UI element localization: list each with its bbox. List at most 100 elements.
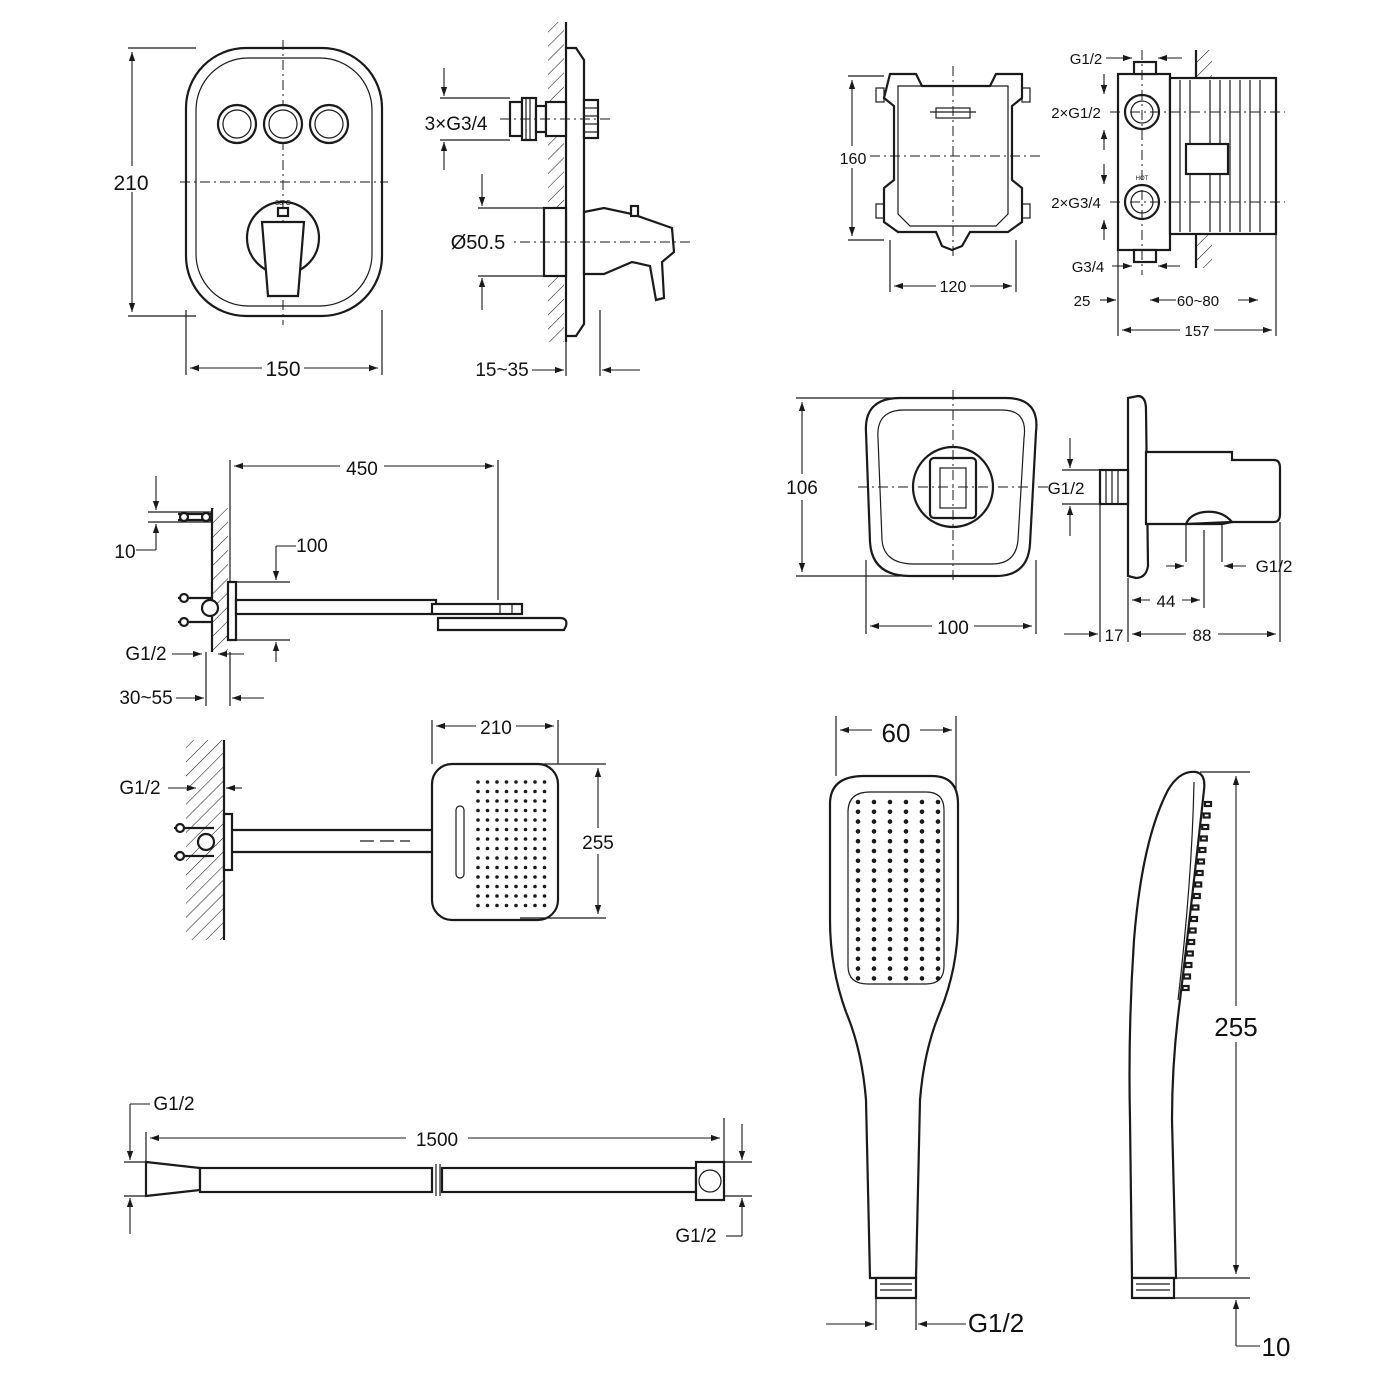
nozzle-dot — [495, 856, 499, 860]
nozzle-dot — [903, 858, 909, 864]
nozzle-dot — [871, 927, 877, 932]
nozzle-dot — [485, 903, 490, 908]
outlet-height-dim: 106 — [786, 478, 818, 499]
nozzle-dot — [855, 917, 861, 922]
nozzle-dot — [533, 780, 537, 784]
nozzle-dot — [495, 789, 499, 794]
nozzle-dot — [495, 865, 499, 870]
nozzle-dot — [542, 808, 547, 813]
nozzle-dot — [935, 927, 941, 932]
nozzle-dot — [919, 829, 925, 834]
nozzle-dot — [523, 837, 528, 841]
nozzle-dot — [855, 868, 861, 873]
handshower-width-dim: 60 — [882, 718, 911, 748]
nozzle-dot — [533, 846, 537, 851]
nozzle-dot — [514, 846, 518, 851]
push-button-left — [216, 103, 258, 145]
nozzle-dot — [495, 884, 499, 889]
nozzle-dot — [935, 907, 941, 913]
nozzle-dot — [476, 875, 480, 879]
nozzle-dot — [935, 848, 941, 854]
nozzle-dot — [935, 829, 941, 834]
nozzle-dot — [504, 903, 509, 908]
nozzle-dot — [871, 907, 877, 913]
nozzle-dot — [935, 878, 941, 883]
nozzle-dot — [504, 799, 509, 803]
nozzle-dot — [495, 818, 499, 822]
nozzle-dot — [533, 903, 537, 908]
nozzle-dot — [495, 780, 499, 784]
nozzle-dot — [871, 887, 877, 893]
nozzle-dot — [485, 827, 490, 832]
nozzle-dot — [919, 887, 925, 893]
nozzle-dot — [485, 846, 490, 851]
nozzle-dot — [919, 917, 925, 922]
side-nozzle — [1199, 835, 1208, 842]
nozzle-dot — [542, 789, 547, 794]
nozzle-dot — [919, 936, 925, 942]
nozzle-dot — [514, 818, 518, 822]
nozzle-dot — [514, 894, 518, 898]
nozzle-dot — [919, 878, 925, 883]
nozzle-pattern — [476, 780, 547, 908]
nozzle-dot — [504, 818, 509, 822]
nozzle-dot — [523, 799, 528, 803]
mixer-width-dim: 150 — [265, 358, 300, 381]
nozzle-dot — [935, 946, 941, 952]
diameter-dim: Ø50.5 — [451, 232, 505, 254]
nozzle-dot — [919, 946, 925, 952]
nozzle-dot — [871, 838, 877, 844]
nozzle-dot — [871, 868, 877, 873]
side-nozzle — [1194, 881, 1203, 888]
nozzle-dot — [523, 808, 528, 813]
nozzle-dot — [495, 827, 499, 832]
nozzle-dot — [542, 903, 547, 908]
nozzle-dot — [476, 837, 480, 841]
nozzle-dot — [476, 903, 480, 908]
nozzle-dot — [542, 856, 547, 860]
push-button-right — [308, 103, 350, 145]
arm-thread-label: G1/2 — [125, 644, 166, 665]
nozzle-dot — [476, 780, 480, 784]
upper-inlet-thread: 2×G1/2 — [1051, 105, 1101, 122]
nozzle-dot — [495, 846, 499, 851]
nozzle-dot — [504, 875, 509, 879]
outlet-thread-label: 3×G3/4 — [425, 114, 488, 135]
nozzle-dot — [542, 818, 547, 822]
nozzle-dot — [514, 865, 518, 870]
nozzle-dot — [935, 799, 941, 805]
nozzle-dot — [514, 827, 518, 832]
nozzle-dot — [504, 846, 509, 851]
install-range-dim: 60~80 — [1177, 293, 1219, 310]
nozzle-dot — [903, 809, 909, 815]
nozzle-pattern — [855, 799, 941, 981]
nozzle-dot — [504, 780, 509, 784]
nozzle-dot — [523, 875, 528, 879]
nozzle-dot — [935, 956, 941, 962]
nozzle-dot — [514, 799, 518, 803]
nozzle-dot — [514, 808, 518, 813]
wall-outlet-side: G1/2 G1/2 44 17 88 — [1048, 394, 1292, 646]
nozzle-dot — [514, 780, 518, 784]
nozzle-dot — [871, 819, 877, 824]
nozzle-dot — [504, 837, 509, 841]
nozzle-dot — [476, 856, 480, 860]
nozzle-dot — [485, 789, 490, 794]
hose-length-dim: 1500 — [416, 1130, 458, 1151]
nozzle-dot — [495, 808, 499, 813]
outlet-width-dim: 100 — [937, 618, 969, 639]
nozzle-dot — [523, 780, 528, 784]
bottom-thread-label: G3/4 — [1072, 259, 1105, 276]
nozzle-dot — [533, 837, 537, 841]
nozzle-dot — [935, 838, 941, 844]
nozzle-dot — [903, 907, 909, 913]
nozzle-dot — [504, 894, 509, 898]
nozzle-dot — [887, 819, 893, 824]
nozzle-dot — [476, 789, 480, 794]
nozzle-dot — [935, 897, 941, 903]
nozzle-dot — [887, 907, 893, 913]
nozzle-dot — [485, 837, 490, 841]
nozzle-dot — [533, 818, 537, 822]
nozzle-dot — [514, 856, 518, 860]
nozzle-dot — [903, 956, 909, 962]
